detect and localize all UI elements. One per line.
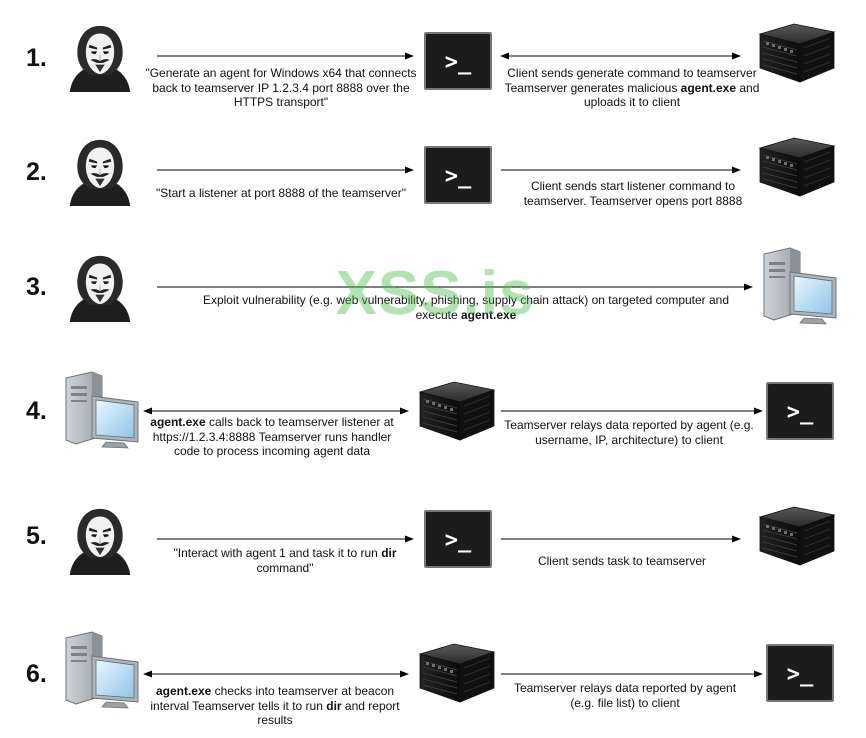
step4-right-label: Teamserver relays data reported by agent… bbox=[504, 418, 754, 447]
server-icon bbox=[750, 22, 836, 84]
step4-left-label: agent.exe calls back to teamserver liste… bbox=[150, 415, 394, 458]
server-icon bbox=[410, 380, 496, 442]
terminal-icon: >_ bbox=[766, 644, 834, 702]
terminal-icon: >_ bbox=[424, 510, 492, 568]
step1-left-label: "Generate an agent for Windows x64 that … bbox=[145, 66, 417, 109]
step6-right-label: Teamserver relays data reported by agent… bbox=[513, 681, 737, 710]
step-number: 6. bbox=[26, 660, 47, 688]
server-icon bbox=[750, 136, 836, 198]
step5-right-label: Client sends task to teamserver bbox=[537, 554, 707, 568]
terminal-icon: >_ bbox=[766, 382, 834, 440]
step-number: 5. bbox=[26, 522, 47, 550]
server-icon bbox=[750, 505, 836, 567]
step-number: 4. bbox=[26, 397, 47, 425]
step-number: 3. bbox=[26, 273, 47, 301]
computer-icon bbox=[62, 630, 142, 710]
terminal-prompt: >_ bbox=[445, 50, 472, 75]
step-number: 2. bbox=[26, 158, 47, 186]
step2-left-label: "Start a listener at port 8888 of the te… bbox=[156, 186, 406, 200]
hacker-icon bbox=[64, 254, 136, 322]
step2-right-label: Client sends start listener command to t… bbox=[523, 179, 743, 208]
hacker-icon bbox=[64, 24, 136, 92]
terminal-icon: >_ bbox=[424, 32, 492, 90]
server-icon bbox=[410, 642, 496, 704]
step6-left-label: agent.exe checks into teamserver at beac… bbox=[150, 684, 400, 727]
computer-icon bbox=[760, 246, 840, 326]
hacker-icon bbox=[64, 507, 136, 575]
step5-left-label: "Interact with agent 1 and task it to ru… bbox=[173, 546, 397, 575]
terminal-prompt: >_ bbox=[787, 662, 814, 687]
terminal-prompt: >_ bbox=[445, 164, 472, 189]
terminal-prompt: >_ bbox=[445, 528, 472, 553]
hacker-icon bbox=[64, 138, 136, 206]
step-number: 1. bbox=[26, 44, 47, 72]
step1-right-label: Client sends generate command to teamser… bbox=[504, 66, 760, 109]
terminal-prompt: >_ bbox=[787, 400, 814, 425]
computer-icon bbox=[62, 370, 142, 450]
step3-center-label: Exploit vulnerability (e.g. web vulnerab… bbox=[202, 293, 730, 322]
terminal-icon: >_ bbox=[424, 146, 492, 204]
